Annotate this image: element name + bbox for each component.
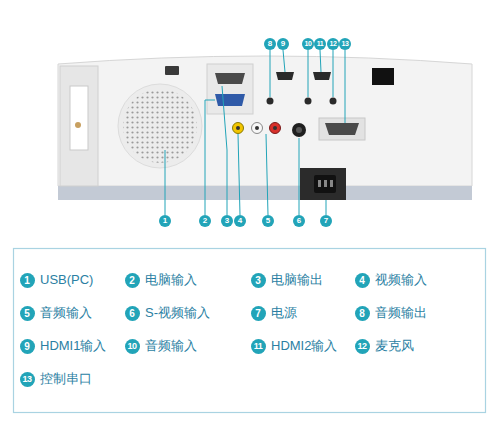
table-cell: HDMI2输入 [271,337,337,355]
hdmi1 [276,72,294,80]
callout-number: 7 [320,215,332,227]
power-socket [300,168,346,200]
table-cell: 电源 [271,304,297,322]
table-cell: 音频输出 [375,304,427,322]
legend-table [14,249,486,413]
side-panel [60,66,98,186]
table-cell: USB(PC) [40,271,93,289]
port-panel [207,64,253,114]
callout-number: 1 [20,273,35,288]
callout-number: 8 [355,306,370,321]
callout-number: 4 [355,273,370,288]
callout-number: 8 [264,38,276,50]
callout-number: 7 [251,306,266,321]
table-cell: HDMI1输入 [40,337,106,355]
callout-number: 10 [302,38,314,50]
callout-number: 5 [20,306,35,321]
callout-number: 5 [262,215,274,227]
callout-number: 12 [327,38,339,50]
callout-number: 4 [234,215,246,227]
callout-number: 12 [355,339,370,354]
callout-number: 3 [221,215,233,227]
vga-in [215,94,245,106]
table-cell: S-视频输入 [145,304,210,322]
projector-body [58,56,472,186]
callout-number: 13 [20,372,35,387]
callout-number: 2 [199,215,211,227]
callout-number: 6 [125,306,140,321]
table-cell: 麦克风 [375,337,414,355]
table-cell: 音频输入 [145,337,197,355]
hdmi2 [313,72,331,80]
table-cell: 音频输入 [40,304,92,322]
speaker [118,84,202,168]
callout-number: 6 [293,215,305,227]
table-cell: 控制串口 [40,370,92,388]
vga-out [215,73,245,84]
base-band [58,186,472,200]
s-video [292,123,306,137]
vent [70,86,88,150]
callout-number: 1 [159,215,171,227]
callout-number: 11 [251,339,266,354]
callout-number: 9 [20,339,35,354]
callout-number: 10 [125,339,140,354]
table-cell: 电脑输入 [145,271,197,289]
serial-port [325,123,359,135]
table-cell: 视频输入 [375,271,427,289]
callout-number: 2 [125,273,140,288]
callout-number: 11 [314,38,326,50]
screw [75,122,81,128]
speaker-grill [123,89,197,163]
callout-number: 9 [277,38,289,50]
usb-port [165,66,179,75]
ir-window [372,68,394,85]
callout-number: 3 [251,273,266,288]
leader-lines [165,50,345,215]
table-cell: 电脑输出 [271,271,323,289]
callout-number: 13 [339,38,351,50]
